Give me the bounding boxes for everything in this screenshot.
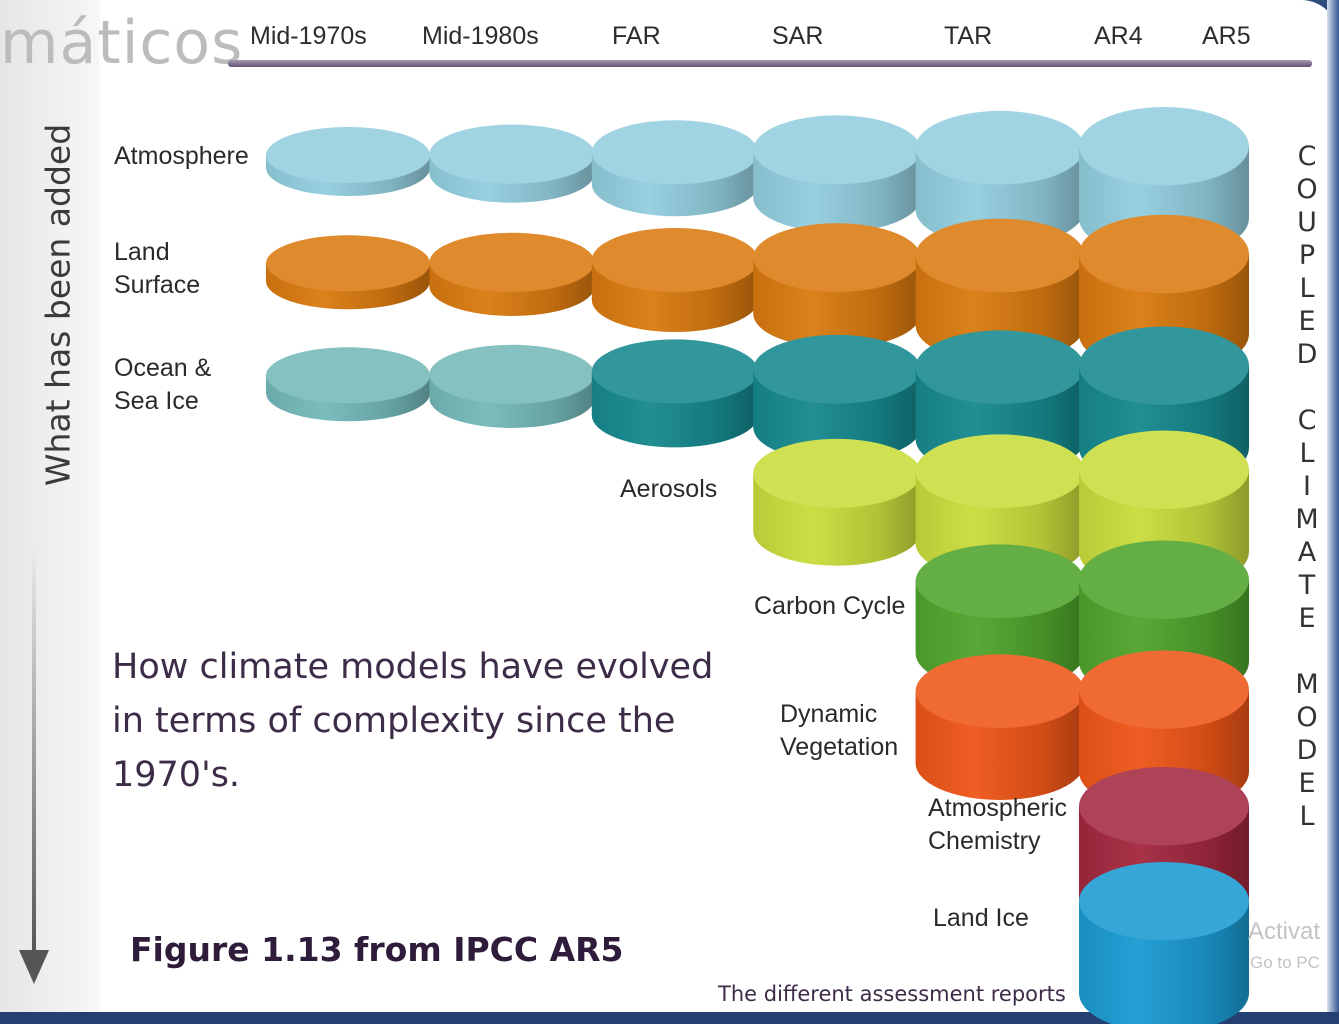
row-land-surface bbox=[266, 214, 1249, 374]
down-arrow-icon bbox=[19, 950, 49, 984]
label-land-ice: Land Ice bbox=[933, 904, 1029, 932]
cylinder-top bbox=[1079, 326, 1249, 405]
row-land-ice bbox=[1079, 862, 1249, 1024]
assessment-reports-note: The different assessment reports bbox=[718, 982, 1066, 1006]
cylinder-top bbox=[266, 127, 430, 184]
coupled-letter: C bbox=[1297, 405, 1317, 436]
cylinder-top bbox=[1079, 107, 1249, 186]
cylinder-top bbox=[753, 223, 921, 292]
cylinder-top bbox=[591, 228, 759, 292]
label-ocean-sea-ice: Ocean &Sea Ice bbox=[114, 354, 212, 415]
coupled-letter bbox=[1292, 371, 1322, 404]
cylinder-top bbox=[1079, 430, 1249, 509]
cylinder-top bbox=[915, 330, 1085, 405]
coupled-letter: E bbox=[1298, 768, 1316, 799]
overlay-title-fragment: máticos bbox=[0, 8, 244, 78]
coupled-letter: O bbox=[1296, 702, 1318, 733]
right-edge-band bbox=[1327, 0, 1339, 1024]
figure-reference: Figure 1.13 from IPCC AR5 bbox=[130, 930, 624, 969]
cylinder-top bbox=[753, 334, 921, 404]
caption-line: How climate models have evolved bbox=[112, 647, 714, 687]
label-carbon-cycle: Carbon Cycle bbox=[754, 592, 906, 620]
down-arrow-shaft bbox=[32, 535, 36, 955]
caption-line: in terms of complexity since the bbox=[112, 701, 676, 741]
left-sidebar bbox=[0, 0, 100, 1024]
coupled-letter: U bbox=[1297, 207, 1317, 238]
coupled-letter: D bbox=[1296, 339, 1318, 370]
row-atmosphere bbox=[266, 107, 1249, 258]
cylinder-top bbox=[591, 339, 759, 404]
cylinder-top bbox=[591, 120, 759, 185]
report-header-ar5: AR5 bbox=[1202, 22, 1251, 50]
report-header-far: FAR bbox=[612, 22, 661, 50]
cylinder-top bbox=[915, 544, 1085, 618]
activation-watermark: Activat bbox=[1248, 918, 1321, 945]
cylinder-top bbox=[915, 654, 1085, 728]
cylinder-top bbox=[266, 235, 430, 292]
label-aerosols: Aerosols bbox=[620, 475, 718, 503]
timeline-bar bbox=[228, 60, 1312, 67]
coupled-letter: E bbox=[1298, 603, 1316, 634]
coupled-letter: E bbox=[1298, 306, 1316, 337]
cylinder-top bbox=[429, 344, 595, 404]
coupled-letter: O bbox=[1296, 174, 1318, 205]
label-atmosphere: Atmosphere bbox=[114, 142, 249, 170]
coupled-letter: M bbox=[1295, 504, 1319, 535]
cylinder-top bbox=[1079, 214, 1249, 294]
coupled-letter: D bbox=[1296, 735, 1318, 766]
cylinder-top bbox=[1079, 540, 1249, 619]
cylinder-top bbox=[429, 124, 595, 184]
coupled-letter: L bbox=[1299, 273, 1315, 304]
report-header-tar: TAR bbox=[944, 22, 993, 50]
report-header-mid-1980s: Mid-1980s bbox=[422, 22, 539, 50]
coupled-letter: T bbox=[1298, 570, 1316, 601]
coupled-letter: C bbox=[1297, 141, 1317, 172]
report-header-mid-1970s: Mid-1970s bbox=[250, 22, 367, 50]
coupled-letter: I bbox=[1303, 471, 1311, 502]
caption: How climate models have evolved in terms… bbox=[112, 640, 713, 802]
coupled-letter: M bbox=[1295, 669, 1319, 700]
report-header-ar4: AR4 bbox=[1094, 22, 1143, 50]
report-header-sar: SAR bbox=[772, 22, 824, 50]
cylinder-top bbox=[753, 438, 921, 508]
cylinder-top bbox=[266, 347, 430, 404]
cylinder-top bbox=[429, 232, 595, 292]
cylinder-top bbox=[753, 115, 921, 185]
coupled-letter: L bbox=[1299, 801, 1315, 832]
cylinder-top bbox=[1079, 650, 1249, 729]
coupled-letter bbox=[1292, 635, 1322, 668]
coupled-letter: P bbox=[1298, 240, 1316, 271]
coupled-letter: L bbox=[1299, 438, 1315, 469]
cylinder-top bbox=[915, 218, 1085, 293]
cylinder-top bbox=[915, 110, 1085, 185]
coupled-letter: A bbox=[1297, 537, 1317, 568]
cylinder-top bbox=[915, 434, 1085, 509]
cylinder-top bbox=[1079, 862, 1249, 941]
cylinder-top bbox=[1079, 767, 1249, 846]
caption-line: 1970's. bbox=[112, 755, 241, 795]
activation-watermark-sub: Go to PC bbox=[1250, 953, 1320, 972]
bottom-edge-band bbox=[0, 1012, 1339, 1024]
